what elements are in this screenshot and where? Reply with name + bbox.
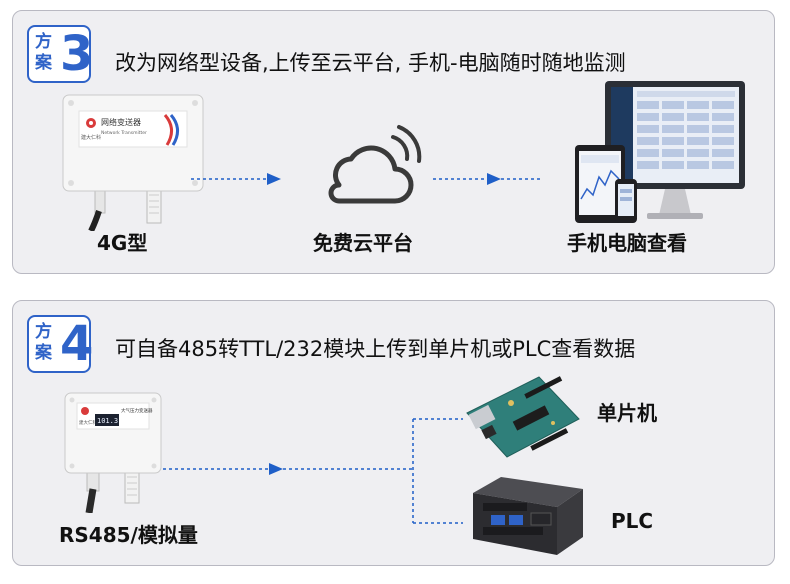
device-4g-label: 4G型	[97, 231, 148, 255]
cloud-wifi-icon	[328, 125, 422, 204]
monitor-phone-tablet-image	[575, 81, 745, 223]
badge-word-2: 案	[35, 343, 52, 363]
badge-number: 4	[60, 316, 94, 372]
flow-arrow-1	[191, 173, 281, 185]
scheme-4-badge: 方 案 4	[27, 315, 94, 373]
device-brand: 建大仁科	[81, 134, 101, 141]
flow-arrow-2	[433, 173, 543, 185]
rs485-analog-label: RS485/模拟量	[59, 523, 198, 547]
badge-word-1: 方	[35, 322, 52, 342]
device-subtitle: Network Transmitter	[101, 130, 147, 136]
scheme-3-headline: 改为网络型设备,上传至云平台, 手机-电脑随时随地监测	[115, 51, 626, 75]
scheme-4-panel: 方 案 4 可自备485转TTL/232模块上传到单片机或PLC查看数据 建大仁…	[12, 300, 775, 566]
mcu-board-image	[466, 376, 580, 458]
badge-word-1: 方	[35, 32, 52, 52]
cloud-platform-label: 免费云平台	[313, 231, 413, 255]
phone-computer-label: 手机电脑查看	[567, 231, 687, 255]
badge-word-2: 案	[35, 53, 52, 73]
scheme-4-headline: 可自备485转TTL/232模块上传到单片机或PLC查看数据	[115, 337, 636, 361]
scheme-3-badge: 方 案 3	[27, 25, 94, 83]
network-transmitter-device: 建大仁科 网络变送器 Network Transmitter	[62, 94, 204, 231]
plc-label: PLC	[611, 509, 654, 533]
device-brand: 建大仁科	[79, 419, 97, 426]
branch-connector	[163, 418, 463, 524]
device-title: 大气压力变送器	[121, 407, 153, 414]
rs485-transmitter-device: 建大仁科 101.3 大气压力变送器	[64, 392, 162, 513]
mcu-label: 单片机	[597, 401, 657, 425]
badge-number: 3	[60, 26, 94, 82]
scheme-3-panel: 方 案 3 改为网络型设备,上传至云平台, 手机-电脑随时随地监测 建大仁科 网…	[12, 10, 775, 274]
device-display-value: 101.3	[97, 417, 118, 425]
plc-device-image	[473, 477, 583, 555]
device-title: 网络变送器	[101, 117, 141, 127]
